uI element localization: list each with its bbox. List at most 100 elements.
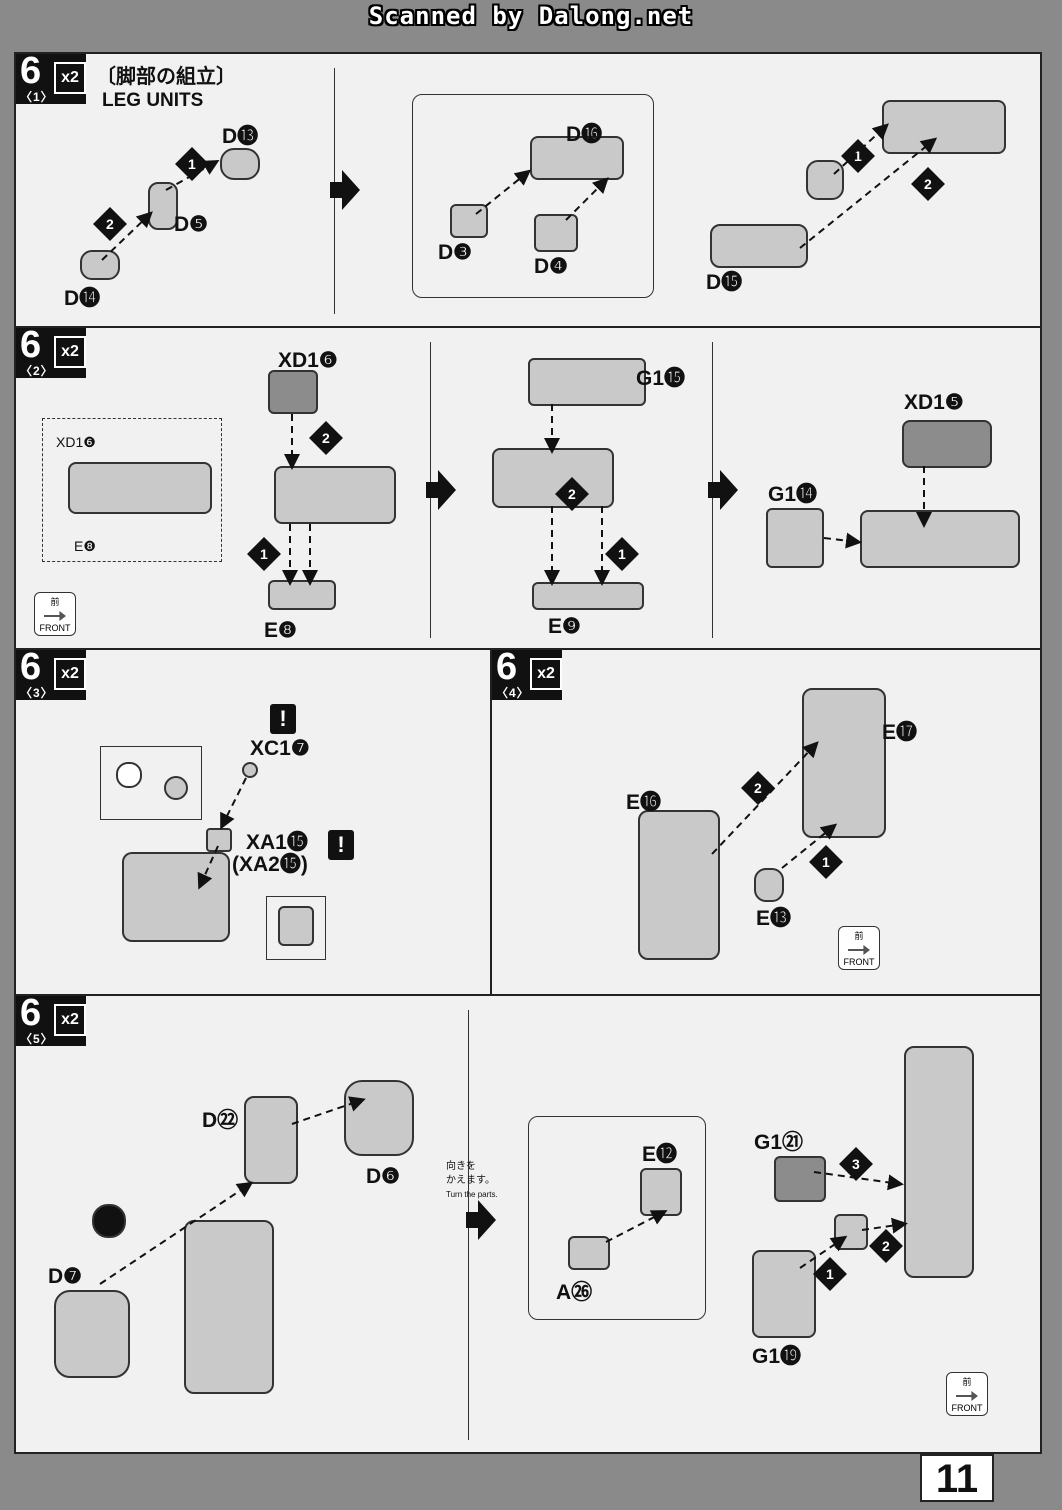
part-xa115 [206, 828, 232, 852]
instruction-page: 6 x2 〈1〉 〔脚部の組立〕 LEG UNITS D⓭ D❺ D⓮ 1 2 … [14, 50, 1042, 1454]
label-g114: G1⓮ [768, 483, 818, 506]
part-d5 [148, 182, 178, 230]
part-d5-d13-assembly [806, 160, 844, 200]
label-e8-inset: E❽ [74, 538, 96, 554]
step-badge: 6 x2 〈1〉 [16, 50, 86, 104]
step-multiplier: x2 [530, 658, 562, 690]
part-xc17 [242, 762, 258, 778]
label-xd16: XD1❻ [278, 349, 338, 372]
step-6-1-panel: 6 x2 〈1〉 〔脚部の組立〕 LEG UNITS D⓭ D❺ D⓮ 1 2 … [16, 50, 1040, 328]
part-a26 [568, 1236, 610, 1270]
label-d6: D❻ [366, 1165, 400, 1188]
part-g115 [528, 358, 646, 406]
step-multiplier: x2 [54, 658, 86, 690]
step-multiplier: x2 [54, 336, 86, 368]
front-indicator: 前 FRONT [34, 592, 76, 636]
part-d15 [710, 224, 808, 268]
step-number: 6 [20, 324, 42, 366]
assembly-guide-lines [99, 123, 938, 1285]
detail-inset [266, 896, 326, 960]
part-g114 [766, 508, 824, 568]
caution-icon: ! [328, 830, 354, 860]
step-6-3-panel: 6 x2 〈3〉 ! XC1❼ XA1⓯ (XA2⓯) ! [16, 646, 492, 996]
part-leg-assembly [122, 852, 230, 942]
caution-icon: ! [270, 704, 296, 734]
turn-note-en: Turn the parts. [446, 1190, 498, 1199]
label-g121: G1㉑ [754, 1131, 804, 1154]
front-indicator: 前 FRONT [946, 1372, 988, 1416]
part-xd16 [268, 370, 318, 414]
label-a26: A㉖ [556, 1281, 593, 1304]
label-g119: G1⓳ [752, 1345, 802, 1368]
step-sub-number: 〈5〉 [20, 1032, 54, 1046]
part-xd15 [902, 420, 992, 468]
section-title-en: LEG UNITS [102, 90, 204, 111]
part-e9 [532, 582, 644, 610]
label-g115: G1⓯ [636, 367, 686, 390]
scan-credit: Scanned by Dalong.net [368, 2, 694, 30]
part-d13 [220, 148, 260, 180]
next-arrow [708, 470, 738, 510]
label-e16: E⓰ [626, 791, 662, 814]
step-number: 6 [20, 646, 42, 688]
black-ink-marker-icon [92, 1204, 126, 1238]
front-jp: 前 [50, 597, 60, 607]
step-number: 6 [20, 50, 42, 92]
label-d22: D㉒ [202, 1109, 239, 1132]
part-d7 [54, 1290, 130, 1378]
label-d5: D❺ [174, 213, 208, 236]
part-d3 [450, 204, 488, 238]
front-en: FRONT [843, 957, 875, 967]
label-d7: D❼ [48, 1265, 82, 1288]
part-d16-assembled [882, 100, 1006, 154]
label-e9: E❾ [548, 615, 581, 638]
part-e17 [802, 688, 886, 838]
step-badge: 6 x2 〈5〉 [16, 992, 86, 1046]
prohibited-icon [116, 762, 142, 788]
step-badge: 6 x2 〈2〉 [16, 324, 86, 378]
label-d14: D⓮ [64, 287, 101, 310]
front-jp: 前 [962, 1377, 972, 1387]
label-xd15: XD1❺ [904, 391, 964, 414]
front-en: FRONT [951, 1403, 983, 1413]
front-jp: 前 [854, 931, 864, 941]
label-xc17: XC1❼ [250, 737, 310, 760]
part-d16 [530, 136, 624, 180]
part-e13 [754, 868, 784, 902]
detail-inset [100, 746, 202, 820]
part-leg-assembly [274, 466, 396, 524]
next-arrow [426, 470, 456, 510]
step-sub-number: 〈1〉 [20, 90, 54, 104]
detail-inset [528, 1116, 706, 1320]
step-sub-number: 〈3〉 [20, 686, 54, 700]
label-d13: D⓭ [222, 125, 259, 148]
label-d3: D❸ [438, 241, 472, 264]
label-e12: E⓬ [642, 1143, 678, 1166]
next-arrow [330, 170, 360, 210]
front-indicator: 前 FRONT [838, 926, 880, 970]
step-multiplier: x2 [54, 1004, 86, 1036]
part-xc17-detail [164, 776, 188, 800]
front-en: FRONT [39, 623, 71, 633]
part-d6 [344, 1080, 414, 1156]
step-6-4-panel: 6 x2 〈4〉 E⓱ E⓰ E⓭ 2 1 前 FRONT [492, 646, 1040, 996]
part-g121 [774, 1156, 826, 1202]
step-number: 6 [496, 646, 518, 688]
arrow-right-icon [956, 1391, 978, 1401]
arrow-right-icon [44, 611, 66, 621]
part-d14 [80, 250, 120, 280]
part-xa115-detail [278, 906, 314, 946]
page-number: 11 [920, 1454, 994, 1502]
label-e8: E❽ [264, 619, 297, 642]
part-e16 [638, 810, 720, 960]
label-xd16-inset: XD1❻ [56, 434, 96, 450]
step-sub-number: 〈2〉 [20, 364, 54, 378]
label-e17: E⓱ [882, 721, 918, 744]
label-xa115: XA1⓯ [246, 831, 308, 854]
next-arrow [466, 1200, 496, 1240]
part-leg-assembly [184, 1220, 274, 1394]
part-inset-assembly [68, 462, 212, 514]
detail-inset [42, 418, 222, 562]
part-d4 [534, 214, 578, 252]
label-e13: E⓭ [756, 907, 792, 930]
